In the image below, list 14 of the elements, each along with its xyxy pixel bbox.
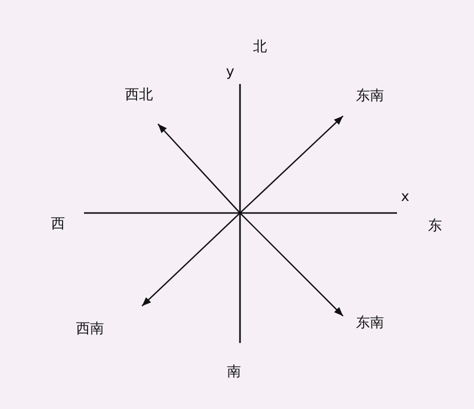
compass-label: 东: [428, 219, 442, 233]
direction-label: 西北: [125, 88, 153, 102]
compass-label: 西: [51, 217, 65, 231]
arrow: [158, 124, 240, 214]
direction-label: 东南: [356, 89, 384, 103]
compass-label: 北: [253, 40, 267, 54]
arrow: [240, 116, 344, 214]
direction-label: 东南: [356, 316, 384, 330]
axis-label: y: [226, 65, 234, 79]
axis-label: x: [401, 190, 410, 204]
direction-label: 西南: [76, 322, 104, 336]
arrow: [142, 212, 240, 306]
arrow: [240, 212, 344, 316]
compass-label: 南: [227, 365, 241, 379]
